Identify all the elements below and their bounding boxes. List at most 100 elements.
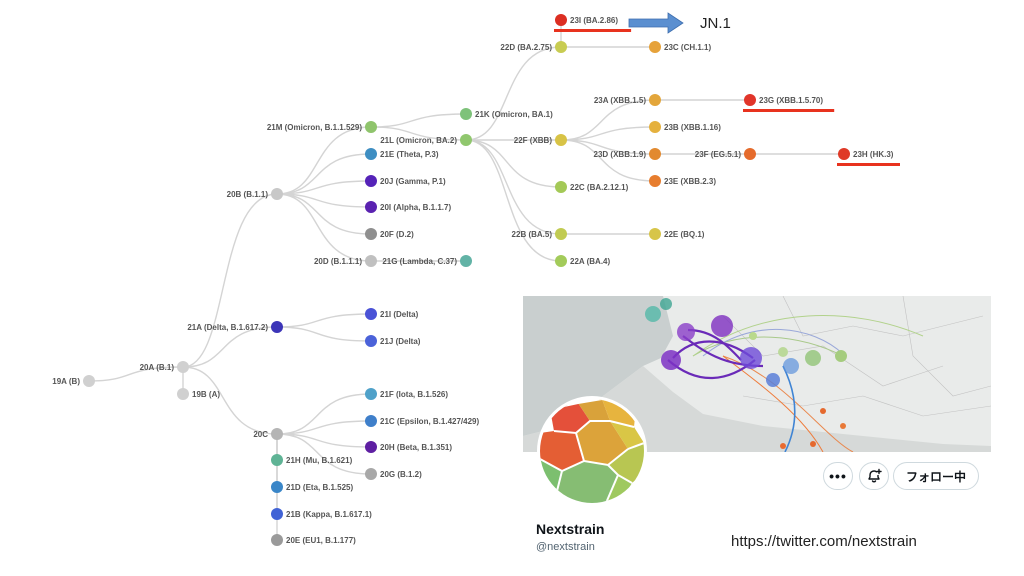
tree-edge [276, 420, 372, 435]
tree-node-21j[interactable]: 21J (Delta) [365, 335, 421, 347]
node-label: 20A (B.1) [140, 363, 175, 372]
node-dot[interactable] [649, 175, 661, 187]
tree-node-21h[interactable]: 21H (Mu, B.1.621) [271, 454, 353, 466]
tree-node-20j[interactable]: 20J (Gamma, P.1) [365, 175, 446, 187]
node-dot[interactable] [365, 228, 377, 240]
tree-edge [560, 99, 656, 141]
node-dot[interactable] [365, 441, 377, 453]
tree-node-23f[interactable]: 23F (EG.5.1) [695, 148, 756, 160]
node-dot[interactable] [555, 228, 567, 240]
tree-node-22c[interactable]: 22C (BA.2.12.1) [555, 181, 629, 193]
node-label: 23C (CH.1.1) [664, 43, 711, 52]
node-dot[interactable] [649, 148, 661, 160]
node-label: 22A (BA.4) [570, 257, 610, 266]
tree-node-21i[interactable]: 21I (Delta) [365, 308, 419, 320]
tree-node-20a[interactable]: 20A (B.1) [140, 361, 189, 373]
tree-node-20f[interactable]: 20F (D.2) [365, 228, 414, 240]
tree-node-20c[interactable]: 20C [253, 428, 283, 440]
node-dot[interactable] [744, 148, 756, 160]
node-dot[interactable] [365, 468, 377, 480]
tree-node-19b[interactable]: 19B (A) [177, 388, 220, 400]
tree-node-23e[interactable]: 23E (XBB.2.3) [649, 175, 716, 187]
tree-node-21e[interactable]: 21E (Theta, P.3) [365, 148, 439, 160]
tree-node-20h[interactable]: 20H (Beta, B.1.351) [365, 441, 452, 453]
node-dot[interactable] [365, 388, 377, 400]
node-label: 23D (XBB.1.9) [594, 150, 647, 159]
tree-node-23b[interactable]: 23B (XBB.1.16) [649, 121, 721, 133]
tree-node-21m[interactable]: 21M (Omicron, B.1.1.529) [267, 121, 377, 133]
tree-node-23i[interactable]: 23I (BA.2.86) [555, 14, 618, 26]
node-label: 23E (XBB.2.3) [664, 177, 716, 186]
node-dot[interactable] [460, 108, 472, 120]
node-dot[interactable] [555, 255, 567, 267]
tree-node-23h[interactable]: 23H (HK.3) [838, 148, 894, 160]
following-button[interactable]: フォロー中 [893, 462, 979, 490]
node-dot[interactable] [649, 94, 661, 106]
node-dot[interactable] [271, 321, 283, 333]
node-dot[interactable] [177, 361, 189, 373]
node-dot[interactable] [365, 335, 377, 347]
tree-node-20b[interactable]: 20B (B.1.1) [227, 188, 283, 200]
node-dot[interactable] [838, 148, 850, 160]
node-dot[interactable] [365, 121, 377, 133]
tree-node-21a[interactable]: 21A (Delta, B.1.617.2) [187, 321, 283, 333]
node-dot[interactable] [649, 121, 661, 133]
tree-node-22b[interactable]: 22B (BA.5) [512, 228, 567, 240]
node-dot[interactable] [460, 134, 472, 146]
node-label: 23A (XBB.1.5) [594, 96, 647, 105]
tree-node-23g[interactable]: 23G (XBB.1.5.70) [744, 94, 823, 106]
notifications-button[interactable] [859, 462, 889, 490]
tree-node-22a[interactable]: 22A (BA.4) [555, 255, 610, 267]
tree-node-22e[interactable]: 22E (BQ.1) [649, 228, 705, 240]
node-dot[interactable] [271, 428, 283, 440]
node-dot[interactable] [365, 148, 377, 160]
nextstrain-avatar[interactable] [537, 396, 647, 506]
node-dot[interactable] [271, 481, 283, 493]
node-dot[interactable] [649, 228, 661, 240]
node-dot[interactable] [271, 534, 283, 546]
tree-node-19a[interactable]: 19A (B) [52, 375, 95, 387]
node-label: 21H (Mu, B.1.621) [286, 456, 353, 465]
tree-node-21d[interactable]: 21D (Eta, B.1.525) [271, 481, 353, 493]
node-dot[interactable] [555, 134, 567, 146]
more-icon: ••• [829, 468, 847, 484]
tree-node-20d[interactable]: 20D (B.1.1.1) [314, 255, 377, 267]
more-options-button[interactable]: ••• [823, 462, 853, 490]
tree-node-21f[interactable]: 21F (Iota, B.1.526) [365, 388, 448, 400]
node-dot[interactable] [555, 14, 567, 26]
node-dot[interactable] [555, 41, 567, 53]
node-dot[interactable] [460, 255, 472, 267]
node-dot[interactable] [365, 308, 377, 320]
node-dot[interactable] [649, 41, 661, 53]
tree-node-22f[interactable]: 22F (XBB) [514, 134, 567, 146]
node-dot[interactable] [177, 388, 189, 400]
node-dot[interactable] [271, 188, 283, 200]
tree-edge [276, 126, 372, 195]
node-dot[interactable] [365, 175, 377, 187]
node-dot[interactable] [555, 181, 567, 193]
tree-node-20i[interactable]: 20I (Alpha, B.1.1.7) [365, 201, 451, 213]
tree-node-23d[interactable]: 23D (XBB.1.9) [594, 148, 661, 160]
node-dot[interactable] [365, 415, 377, 427]
tree-node-21c[interactable]: 21C (Epsilon, B.1.427/429) [365, 415, 479, 427]
node-label: 20J (Gamma, P.1) [380, 177, 446, 186]
tree-node-20e[interactable]: 20E (EU1, B.1.177) [271, 534, 356, 546]
tree-node-20g[interactable]: 20G (B.1.2) [365, 468, 422, 480]
node-dot[interactable] [365, 201, 377, 213]
node-label: 23I (BA.2.86) [570, 16, 618, 25]
node-dot[interactable] [744, 94, 756, 106]
tree-node-21k[interactable]: 21K (Omicron, BA.1) [460, 108, 553, 120]
node-dot[interactable] [83, 375, 95, 387]
tree-node-21b[interactable]: 21B (Kappa, B.1.617.1) [271, 508, 372, 520]
profile-url[interactable]: https://twitter.com/nextstrain [731, 533, 917, 550]
node-label: 21L (Omicron, BA.2) [380, 136, 457, 145]
tree-node-22d[interactable]: 22D (BA.2.75) [500, 41, 567, 53]
tree-node-23a[interactable]: 23A (XBB.1.5) [594, 94, 661, 106]
node-dot[interactable] [271, 454, 283, 466]
node-dot[interactable] [271, 508, 283, 520]
tree-edge [276, 193, 372, 235]
tree-node-21g[interactable]: 21G (Lambda, C.37) [382, 255, 472, 267]
tree-node-21l[interactable]: 21L (Omicron, BA.2) [380, 134, 472, 146]
tree-node-23c[interactable]: 23C (CH.1.1) [649, 41, 711, 53]
node-dot[interactable] [365, 255, 377, 267]
